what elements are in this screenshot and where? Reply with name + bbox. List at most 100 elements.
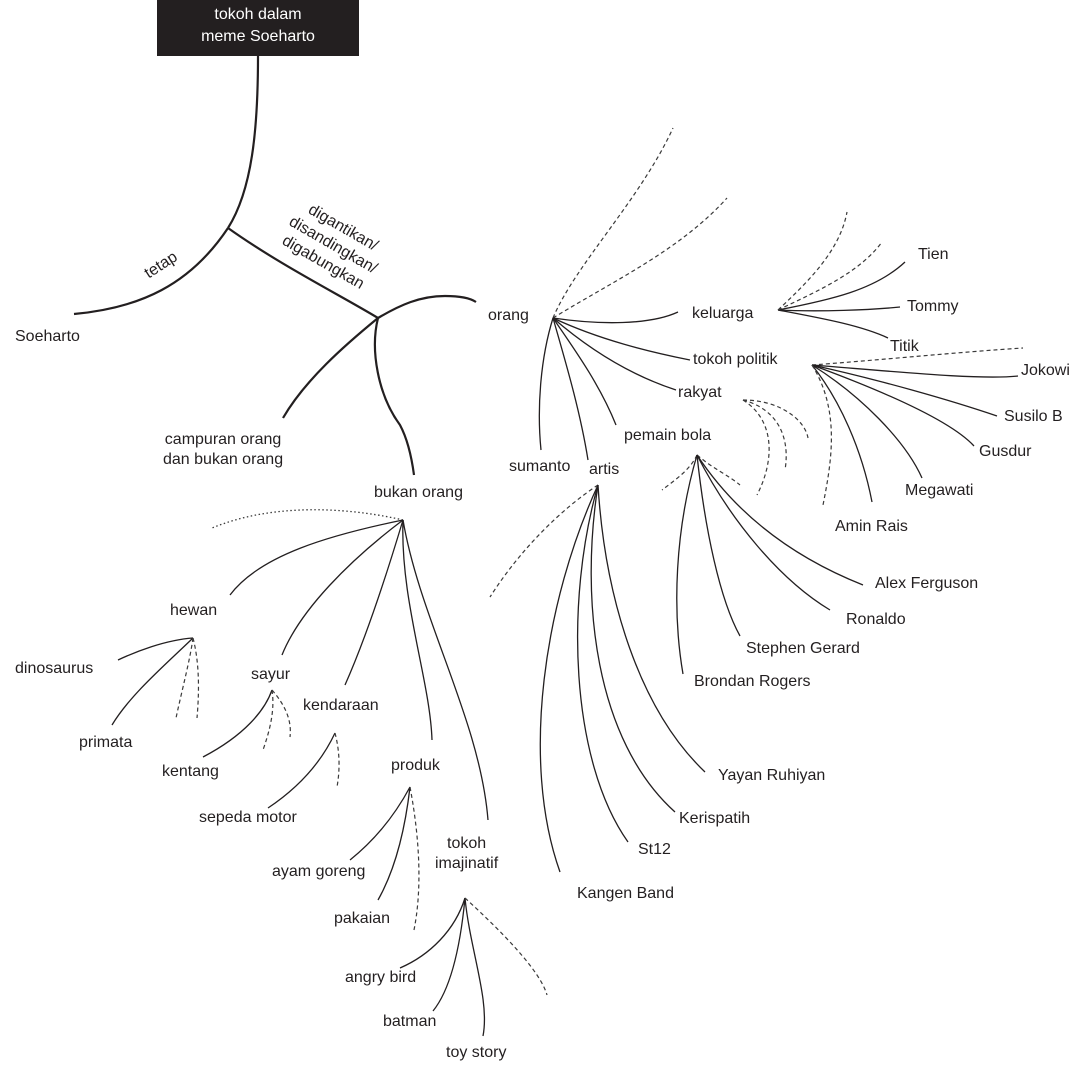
edge-gusdur: [811, 364, 975, 447]
edge-ronaldo: [696, 454, 831, 611]
node-kentang: kentang: [162, 763, 219, 780]
node-alex-ferguson: Alex Ferguson: [875, 575, 979, 592]
edge-titik: [777, 309, 889, 339]
node-gusdur: Gusdur: [979, 443, 1032, 460]
node-angry-bird: angry bird: [345, 969, 417, 986]
edge-alex-ferguson: [696, 454, 864, 586]
edge-dinosaurus: [117, 637, 194, 661]
edge-ayam-goreng: [349, 786, 411, 861]
edge-jokowi: [811, 364, 1019, 378]
node-ronaldo: Ronaldo: [846, 611, 906, 628]
node-tokoh-politik: tokoh politik: [693, 351, 778, 368]
node-titik: Titik: [890, 338, 919, 355]
node-tokoh-imajinatif: tokoh imajinatif: [435, 834, 498, 874]
edge-sumanto: [538, 317, 554, 451]
node-yayan-ruhiyan: Yayan Ruhiyan: [718, 767, 826, 784]
edge-amin-rais: [811, 364, 873, 503]
edge-susilo: [811, 364, 998, 417]
node-st12: St12: [638, 841, 671, 858]
edge-kentang: [202, 689, 273, 758]
campuran-line-2: dan bukan orang: [163, 451, 284, 468]
node-batman: batman: [383, 1013, 437, 1030]
campuran-line-1: campuran orang: [164, 431, 282, 448]
node-bukan-orang: bukan orang: [374, 484, 463, 501]
node-stephen-gerard: Stephen Gerard: [746, 640, 860, 657]
node-kerispatih: Kerispatih: [679, 810, 751, 827]
edge-kerispatih: [590, 484, 676, 813]
node-pemain-bola: pemain bola: [624, 427, 712, 444]
edge-hewan: [229, 519, 404, 596]
node-jokowi: Jokowi: [1021, 362, 1070, 379]
edge-root-trunk: [227, 55, 260, 229]
node-susilo: Susilo B: [1004, 408, 1063, 425]
node-sepeda-motor: sepeda motor: [199, 809, 297, 826]
root-node-label: tokoh dalam meme Soeharto: [157, 4, 359, 48]
edge-sayur-dash-1: [262, 689, 274, 751]
edge-bukan-orang: [373, 317, 416, 476]
edge-sayur: [281, 519, 404, 656]
edge-rakyat-dash-2: [742, 399, 787, 471]
edge-artis-dash: [489, 484, 599, 598]
edge-keluarga-dash-2: [777, 241, 883, 311]
node-primata: primata: [79, 734, 133, 751]
edge-orang-dash-1: [552, 127, 674, 319]
edge-bola-dash-1: [661, 454, 698, 491]
edge-tien: [777, 261, 906, 311]
edge-artis: [552, 317, 589, 461]
edge-rakyat-dash-1: [742, 399, 770, 496]
node-brondan-rogers: Brondan Rogers: [694, 673, 811, 690]
node-keluarga: keluarga: [692, 305, 754, 322]
edge-sayur-dash-2: [271, 689, 291, 738]
edge-hewan-dash-2: [192, 637, 200, 719]
node-hewan: hewan: [170, 602, 218, 619]
edge-rakyat-dash-3: [742, 399, 809, 439]
edge-stephen-gerard: [696, 454, 741, 637]
edge-produk: [402, 519, 433, 741]
edge-primata: [111, 637, 194, 726]
edge-sepeda-motor: [267, 732, 336, 809]
node-pakaian: pakaian: [334, 910, 391, 927]
edge-angry-bird: [399, 897, 466, 969]
edge-imajinatif-dash: [464, 897, 548, 996]
node-dinosaurus: dinosaurus: [15, 660, 94, 677]
edge-pemain-bola: [552, 317, 617, 426]
node-ayam-goreng: ayam goreng: [272, 863, 366, 880]
edge-yayan-ruhiyan: [597, 484, 706, 773]
node-amin-rais: Amin Rais: [835, 518, 908, 535]
node-produk: produk: [391, 757, 440, 774]
edge-rakyat: [552, 317, 677, 391]
edge-orang-dash-2: [552, 197, 728, 319]
root-line-1: tokoh dalam: [214, 6, 302, 23]
edge-kendaraan: [344, 519, 404, 686]
edge-produk-dash: [409, 786, 420, 931]
node-megawati: Megawati: [905, 482, 974, 499]
root-node-box: [157, 0, 359, 56]
imajinatif-line-1: tokoh: [447, 835, 487, 852]
edge-tetap: [73, 227, 229, 316]
edge-toy-story: [464, 897, 486, 1037]
edge-change: [227, 227, 379, 319]
edge-tokoh-imajinatif: [402, 519, 489, 821]
edge-megawati: [811, 364, 923, 479]
node-kendaraan: kendaraan: [303, 697, 379, 714]
edge-brondan-rogers: [676, 454, 698, 675]
edge-politik-dash-2: [811, 364, 832, 506]
edge-orang: [377, 294, 477, 319]
node-rakyat: rakyat: [678, 384, 722, 401]
edge-tokoh-politik: [552, 317, 691, 361]
edge-campuran: [282, 317, 379, 419]
root-line-2: meme Soeharto: [201, 28, 315, 45]
node-tien: Tien: [918, 246, 949, 263]
edge-bukan-orang-dotted: [211, 509, 404, 529]
edge-hewan-dash-1: [175, 637, 194, 719]
edge-keluarga-dash-1: [777, 211, 848, 311]
edge-pakaian: [377, 786, 411, 901]
edge-politik-dash-1: [811, 347, 1024, 366]
node-kangen-band: Kangen Band: [577, 885, 674, 902]
edge-kendaraan-dash: [334, 732, 340, 788]
node-artis: artis: [589, 461, 620, 478]
edge-kangen-band: [539, 484, 599, 873]
node-campuran: campuran orang dan bukan orang: [163, 430, 283, 470]
node-sayur: sayur: [251, 666, 291, 683]
